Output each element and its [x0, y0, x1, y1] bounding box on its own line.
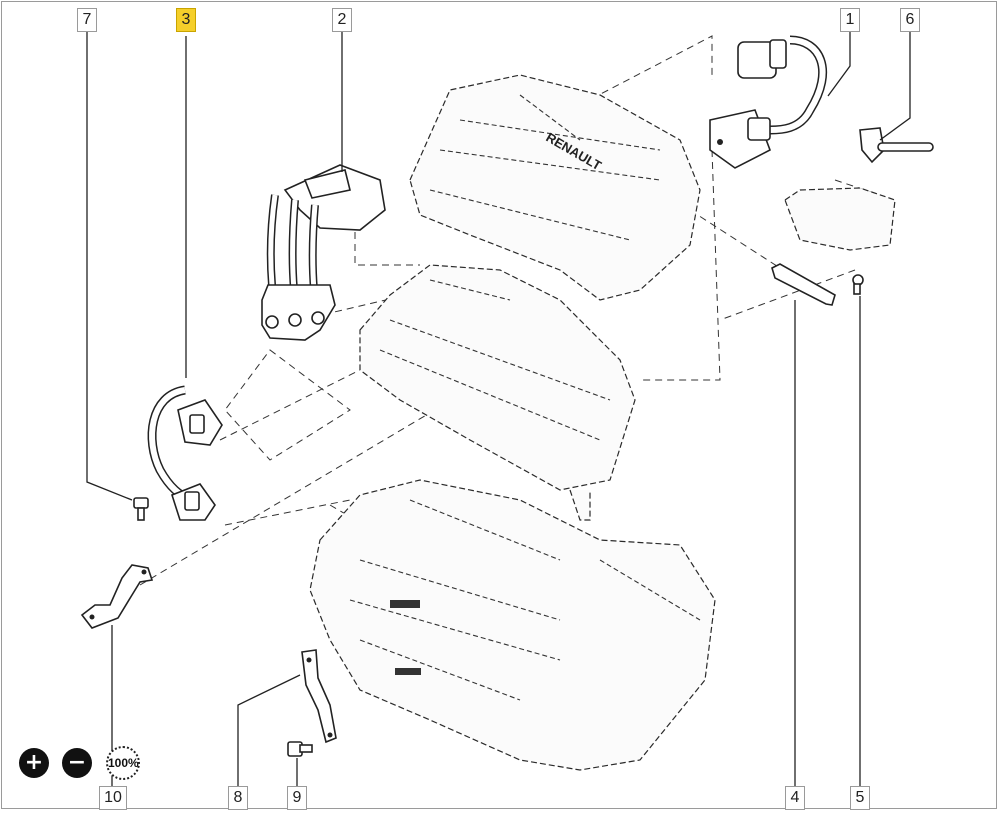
- engine-cover-assembly: RENAULT: [409, 74, 701, 301]
- part-4-strap: [771, 263, 836, 306]
- assembly-dash-lines: [139, 35, 881, 586]
- callout-8[interactable]: 8: [228, 786, 248, 810]
- engine-block-assembly: [309, 479, 716, 771]
- part-9-bolt: [287, 741, 313, 757]
- callout-1[interactable]: 1: [840, 8, 860, 32]
- minus-circle-icon: −: [67, 750, 87, 775]
- callout-7[interactable]: 7: [77, 8, 97, 32]
- callout-2[interactable]: 2: [332, 8, 352, 32]
- plus-circle-icon: +: [24, 750, 44, 775]
- callout-6[interactable]: 6: [900, 8, 920, 32]
- part-2-coil-connector-set: [261, 164, 386, 341]
- zoom-in-button[interactable]: +: [19, 748, 49, 778]
- callout-3[interactable]: 3: [176, 8, 196, 32]
- callout-5[interactable]: 5: [850, 786, 870, 810]
- part-1-harness-connector: [709, 35, 828, 169]
- part-8-bracket: [301, 649, 337, 744]
- leader-lines: [86, 32, 911, 788]
- callout-10[interactable]: 10: [99, 786, 127, 810]
- callout-9[interactable]: 9: [287, 786, 307, 810]
- part-3-sensor-harness: [147, 385, 223, 521]
- zoom-out-button[interactable]: −: [62, 748, 92, 778]
- part-7-bolt: [133, 497, 149, 521]
- callout-4[interactable]: 4: [785, 786, 805, 810]
- cylinder-head-assembly: [359, 264, 636, 521]
- part-5-screw: [852, 274, 864, 295]
- zoom-reset-button[interactable]: 100%: [106, 746, 140, 780]
- part-10-strap-bracket: [80, 564, 154, 629]
- zoom-level: 100%: [108, 756, 139, 770]
- part-6-bracket: [784, 127, 934, 251]
